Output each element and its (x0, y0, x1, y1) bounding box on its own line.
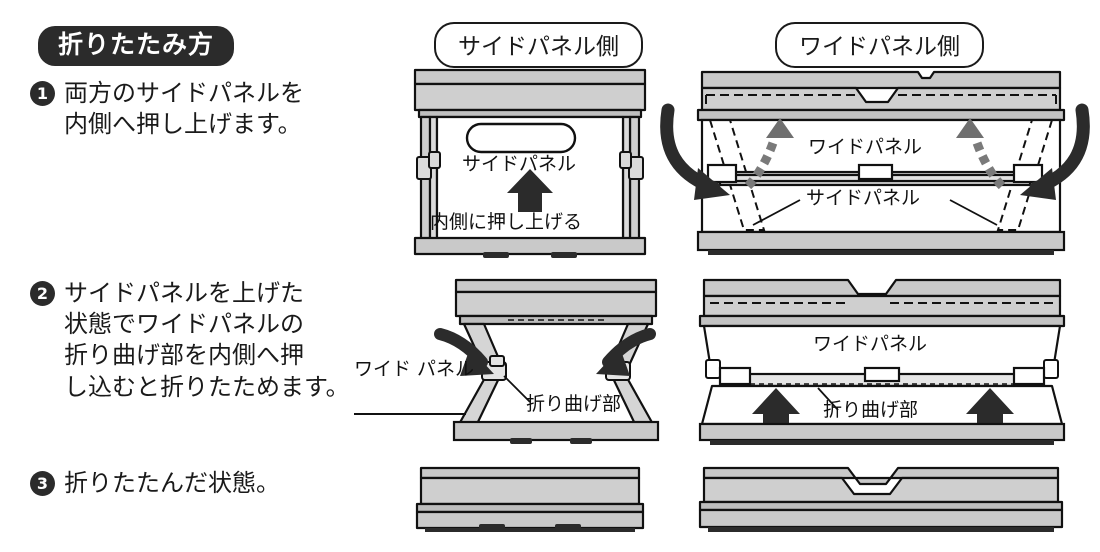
figure-row2-wide-panel: ワイドパネル 折り曲げ部 (690, 272, 1075, 452)
leader-lines-side-panel (752, 199, 998, 226)
label-wide-panel-r2: ワイド パネル (354, 358, 475, 380)
curved-black-arrow-left-icon (660, 103, 730, 200)
dashed-side-panel-outline (708, 119, 1054, 231)
step-item-3: 3 折りたたんだ状態。 (30, 468, 380, 499)
step-number-badge-2: 2 (30, 281, 55, 306)
leader-line-fold-part-r2 (817, 387, 839, 411)
dashed-gray-arrow-right-icon (956, 118, 1006, 190)
leader-line-wide-panel (354, 413, 466, 415)
label-fold-part-r2: 折り曲げ部 (526, 393, 622, 415)
dashed-gray-arrow-left-icon (744, 118, 794, 190)
label-side-panel: サイドパネル (462, 153, 577, 175)
step-number-badge-1: 1 (30, 81, 55, 106)
leader-line-fold-part (503, 375, 531, 403)
step-text-1: 両方のサイドパネルを 内側へ押し上げます。 (64, 79, 304, 139)
column-header-side-panel: サイドパネル側 (434, 22, 643, 68)
label-fold-part-r2r: 折り曲げ部 (823, 399, 919, 421)
step-text-3: 折りたたんだ状態。 (64, 469, 280, 497)
figure-row1-side-panel: サイドパネル 内側に押し上げる (405, 62, 655, 262)
figure-row3-side-panel (405, 460, 655, 540)
curved-black-arrow-right-icon (596, 328, 656, 376)
figure-row3-wide-panel (690, 460, 1075, 540)
up-arrow-black-right-icon (966, 388, 1014, 434)
step-number-badge-3: 3 (30, 471, 55, 496)
label-side-panel-r1: サイドパネル (806, 187, 921, 209)
up-arrow-black-left-icon (752, 388, 800, 434)
step-item-2: 2 サイドパネルを上げた 状態でワイドパネルの 折り曲げ部を内側へ押 し込むと折… (30, 278, 380, 403)
label-wide-panel-r2r: ワイドパネル (813, 333, 928, 355)
column-header-wide-panel: ワイドパネル側 (775, 22, 984, 68)
step-text-2: サイドパネルを上げた 状態でワイドパネルの 折り曲げ部を内側へ押 し込むと折りた… (64, 279, 350, 401)
handle-hole-icon (465, 122, 577, 154)
up-arrow-black-icon (507, 169, 553, 212)
step-item-1: 1 両方のサイドパネルを 内側へ押し上げます。 (30, 78, 380, 140)
figure-row1-wide-panel: ワイドパネル サイドパネル (660, 62, 1090, 262)
label-wide-panel: ワイドパネル (808, 136, 923, 158)
curved-black-arrow-right-icon (1020, 103, 1090, 200)
figure-row2-side-panel: ワイド パネル 折り曲げ部 (354, 272, 668, 452)
label-push-inside: 内側に押し上げる (430, 211, 583, 233)
page-title-badge: 折りたたみ方 (38, 26, 235, 66)
curved-black-arrow-left-icon (434, 328, 494, 376)
